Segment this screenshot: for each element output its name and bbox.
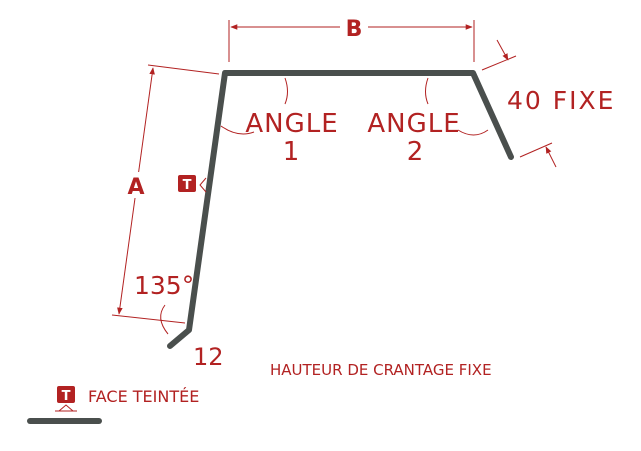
painted-face-badge bbox=[178, 175, 196, 192]
angle-135: 135° bbox=[134, 271, 194, 335]
angle-2-word: ANGLE bbox=[367, 109, 460, 139]
crimp-note: HAUTEUR DE CRANTAGE FIXE bbox=[270, 361, 492, 379]
return-length-label: 12 bbox=[193, 343, 224, 371]
angle-2: ANGLE 2 bbox=[367, 77, 489, 167]
dimension-a-extension-bottom bbox=[111, 314, 186, 324]
angle-2-arc-bottom bbox=[457, 129, 489, 136]
angle-2-arc-top bbox=[425, 77, 429, 105]
dimension-fixed: 40 FIXE bbox=[481, 39, 615, 168]
dimension-a-extension-top bbox=[147, 64, 220, 75]
legend-text: FACE TEINTÉE bbox=[88, 387, 199, 406]
legend-badge-letter: T bbox=[62, 389, 71, 404]
dimension-a-label-bg bbox=[124, 172, 148, 198]
dimension-fixed-extension-top bbox=[481, 55, 517, 71]
dimension-fixed-arrow-top bbox=[496, 39, 509, 61]
legend-badge bbox=[57, 386, 75, 403]
legend: T FACE TEINTÉE bbox=[27, 386, 199, 424]
angle-1-arc-top bbox=[284, 77, 288, 105]
dimension-b-label-bg bbox=[340, 14, 368, 40]
angle-2-number: 2 bbox=[407, 137, 424, 167]
angle-1-arc-bottom bbox=[220, 125, 255, 135]
legend-pointer-icon bbox=[58, 404, 74, 412]
angle-135-label: 135° bbox=[134, 271, 194, 300]
painted-face-marker: T bbox=[178, 175, 207, 193]
dimension-a: A bbox=[111, 64, 220, 324]
dimension-b: B bbox=[228, 14, 475, 62]
painted-face-badge-letter: T bbox=[183, 178, 192, 193]
dimension-b-label: B bbox=[346, 17, 363, 42]
angle-1: ANGLE 1 bbox=[220, 77, 338, 167]
dimension-fixed-extension-bottom bbox=[519, 142, 553, 158]
angle-135-arc bbox=[160, 304, 169, 335]
painted-face-chevron-icon bbox=[199, 177, 207, 193]
angle-1-word: ANGLE bbox=[245, 109, 338, 139]
dimension-fixed-label: 40 FIXE bbox=[507, 86, 615, 115]
angle-1-number: 1 bbox=[283, 137, 300, 167]
profile-line bbox=[167, 70, 514, 349]
dimension-a-label: A bbox=[127, 175, 144, 200]
dimension-fixed-arrow-bottom bbox=[545, 146, 557, 168]
